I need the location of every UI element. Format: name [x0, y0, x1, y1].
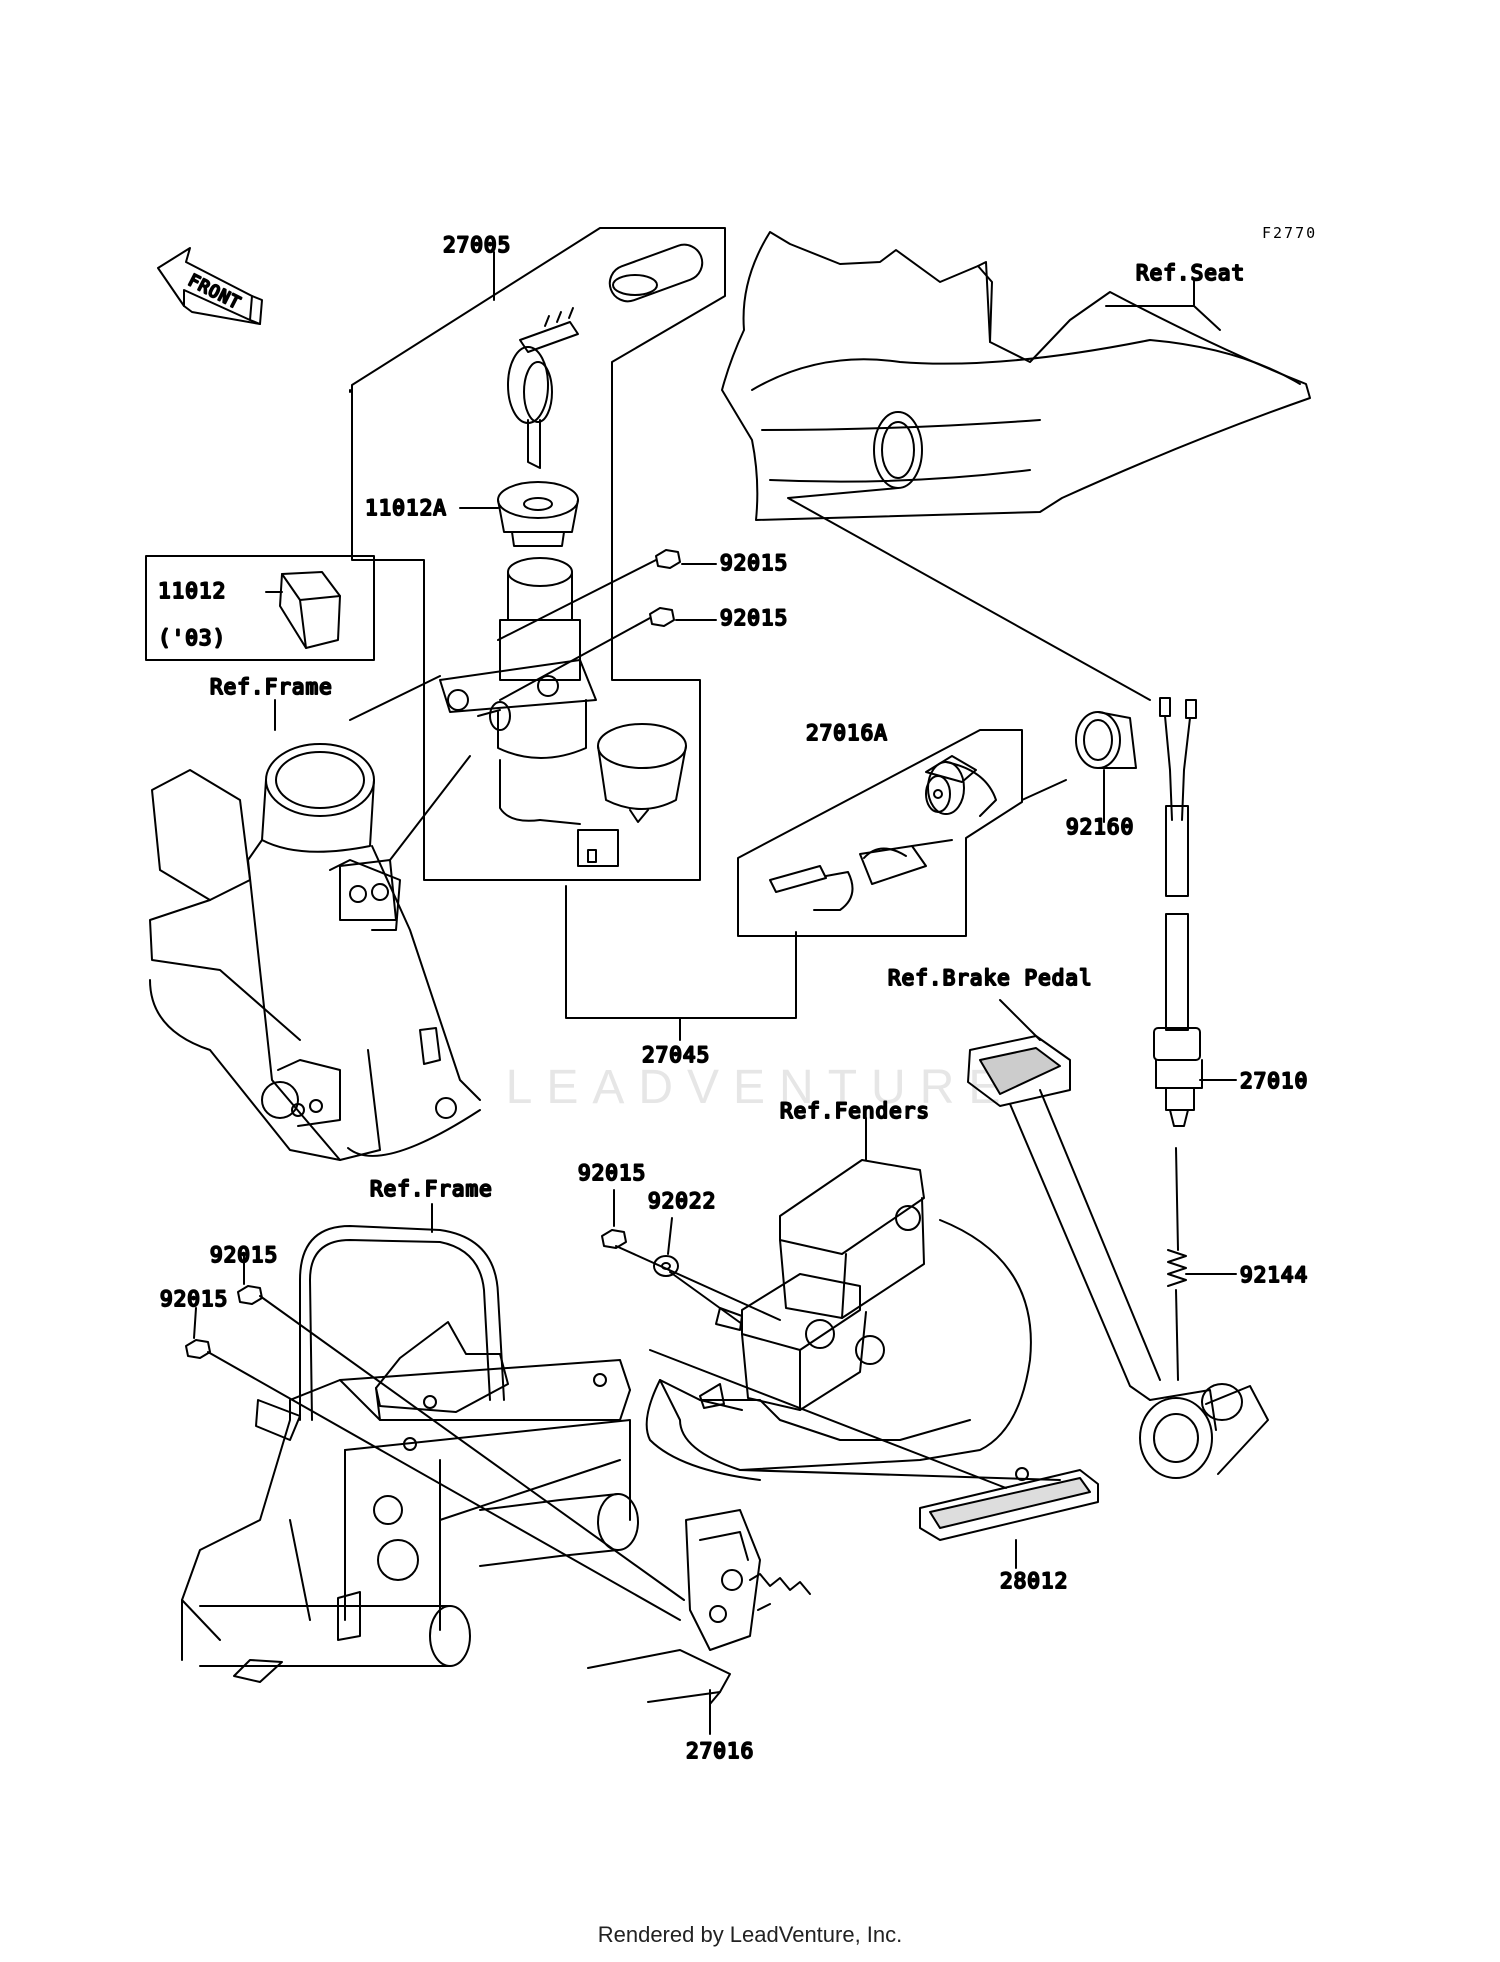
key-27016A-icon	[769, 839, 953, 911]
label-27005: 27005	[443, 233, 511, 257]
label-11012: 11012	[158, 579, 226, 603]
label-ref-frame-bottom: Ref.Frame	[370, 1177, 493, 1201]
spring-92144-icon	[1167, 1147, 1187, 1381]
label-ref-brake-pedal: Ref.Brake Pedal	[888, 966, 1093, 990]
cover-11012-icon	[279, 571, 341, 649]
label-92015-e: 92015	[160, 1287, 228, 1311]
label-27016A: 27016A	[806, 721, 888, 745]
nut-92015-mid-icon	[601, 1229, 627, 1249]
seat-icon	[721, 231, 1311, 521]
ignition-key-icon	[507, 243, 704, 469]
label-92015-c: 92015	[578, 1161, 646, 1185]
label-03: ('03)	[158, 626, 226, 650]
nut-92015-icon	[649, 549, 681, 627]
lock-27016A-icon	[925, 755, 997, 817]
grommet-92160-icon	[1075, 711, 1137, 769]
label-ref-fenders: Ref.Fenders	[780, 1099, 930, 1123]
box-11012	[145, 555, 375, 661]
label-27010: 27010	[1240, 1069, 1308, 1093]
fenders-icon	[645, 1159, 1061, 1481]
brake-pedal-icon	[967, 1035, 1269, 1479]
group-outline-27005	[351, 227, 726, 881]
label-92015-a: 92015	[720, 551, 788, 575]
label-92015-b: 92015	[720, 606, 788, 630]
frame-top-icon	[149, 743, 481, 1161]
label-28012: 28012	[1000, 1569, 1068, 1593]
footer-credit: Rendered by LeadVenture, Inc.	[597, 1922, 903, 1947]
label-92160: 92160	[1066, 815, 1134, 839]
reflector-28012-icon	[919, 1467, 1099, 1541]
frame-bottom-icon	[181, 1225, 639, 1683]
label-92022: 92022	[648, 1189, 716, 1213]
label-27045: 27045	[642, 1043, 710, 1067]
label-92144: 92144	[1240, 1263, 1308, 1287]
label-11012A: 11012A	[365, 496, 447, 520]
label-ref-seat: Ref.Seat	[1136, 261, 1245, 285]
front-arrow-icon	[157, 247, 263, 325]
label-92015-d: 92015	[210, 1243, 278, 1267]
cup-icon	[597, 723, 687, 823]
cap-11012A-icon	[497, 481, 579, 547]
seat-switch-27010-icon	[1153, 697, 1203, 1127]
figure-code: F2770	[1262, 224, 1318, 242]
label-ref-frame-top: Ref.Frame	[210, 675, 333, 699]
group-outline-27016A	[737, 729, 1023, 937]
label-27016: 27016	[686, 1739, 754, 1763]
bracket-27045	[565, 885, 797, 1019]
stop-switch-27016-icon	[587, 1509, 811, 1705]
ignition-switch-icon	[439, 557, 619, 867]
